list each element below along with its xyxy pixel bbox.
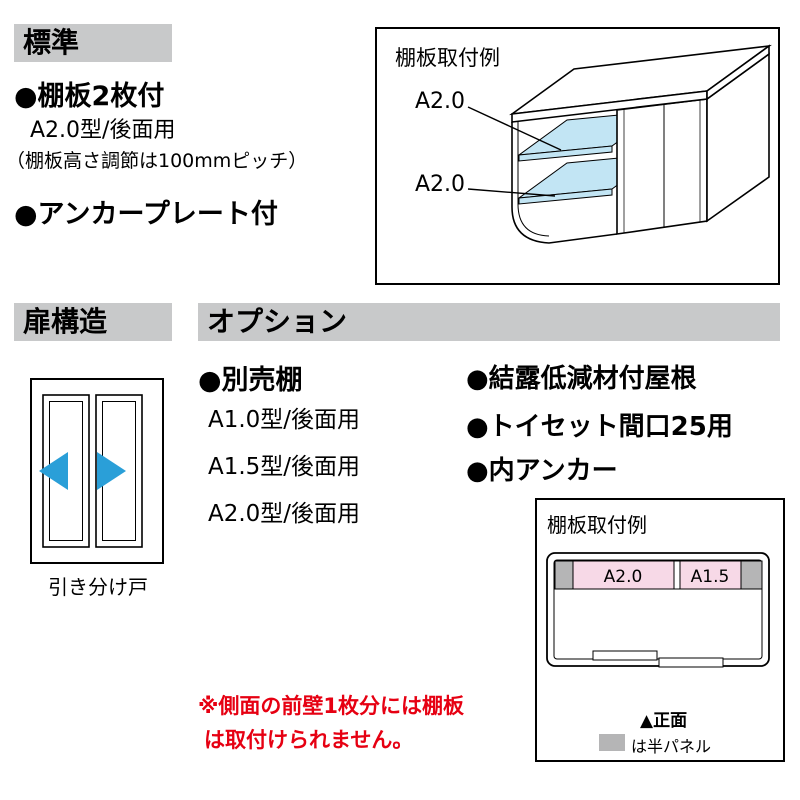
top-shelf-example-box: 棚板取付例 A2.0 A2.0 [375, 27, 780, 285]
top-shelf-example-title: 棚板取付例 [395, 46, 500, 70]
option-condensation-roof-item: ●結露低減材付屋根 [466, 364, 697, 394]
shed-front-doors [616, 98, 708, 235]
door-diagram [39, 394, 143, 548]
option-shelf-sub-a20: A2.0型/後面用 [208, 501, 361, 527]
half-panel-legend: は半パネル [631, 737, 712, 756]
slide-left-arrow-icon [39, 452, 68, 490]
plan-half-panel-right [740, 560, 763, 590]
caution-note-line-2: は取付けられません。 [204, 728, 414, 752]
half-panel-swatch [599, 734, 625, 751]
plan-door-leaf-left [592, 650, 658, 661]
shelf-label-upper: A2.0 [415, 89, 466, 114]
shelf-pitch-note: （棚板高さ調節は100mmピッチ） [6, 150, 308, 172]
option-separate-shelf-item: ●別売棚 [198, 365, 303, 396]
shed-left-cut-edge [511, 122, 618, 244]
plan-shelf-a15 [679, 560, 742, 590]
caution-note-line-1: ※側面の前壁1枚分には棚板 [198, 694, 465, 718]
plan-cell-label-a20: A2.0 [604, 567, 643, 587]
slide-right-arrow-icon [97, 452, 126, 490]
door-structure-header: 扉構造 [14, 303, 172, 341]
plan-cell-label-a15: A1.5 [691, 567, 730, 587]
shed-isometric-diagram [467, 44, 772, 244]
leader-line-lower [467, 188, 556, 197]
shelf-label-lower: A2.0 [415, 172, 466, 197]
shed-roof-right-edge [706, 44, 770, 101]
plan-half-panel-left [554, 560, 574, 590]
door-diagram-box [30, 378, 164, 564]
standard-header: 標準 [14, 24, 172, 62]
leader-line-upper [467, 106, 562, 151]
anchor-plate-item: ●アンカープレート付 [14, 199, 278, 230]
plan-inner-wall [553, 559, 763, 660]
shed-wall-thickness-line [517, 122, 550, 237]
plan-door-leaf-right [658, 657, 724, 668]
plan-divider-post [673, 560, 681, 590]
door-caption: 引き分け戸 [48, 575, 148, 599]
options-header: オプション [198, 303, 780, 341]
floor-plan-diagram: A2.0 A1.5 [546, 552, 770, 668]
option-inner-anchor-item: ●内アンカー [466, 456, 618, 486]
shelf-type-label: A2.0型/後面用 [30, 118, 176, 143]
option-shelf-sub-a15: A1.5型/後面用 [208, 454, 361, 480]
option-toi-set-item: ●トイセット間口25用 [466, 412, 733, 442]
bottom-shelf-example-box: 棚板取付例 A2.0 A1.5 ▲正面 は半パネル [535, 498, 785, 762]
option-shelf-sub-a10: A1.0型/後面用 [208, 407, 361, 433]
shelf-included-item: ●棚板2枚付 [14, 81, 165, 112]
bottom-shelf-example-title: 棚板取付例 [547, 513, 647, 537]
front-direction-label: ▲正面 [640, 711, 688, 731]
